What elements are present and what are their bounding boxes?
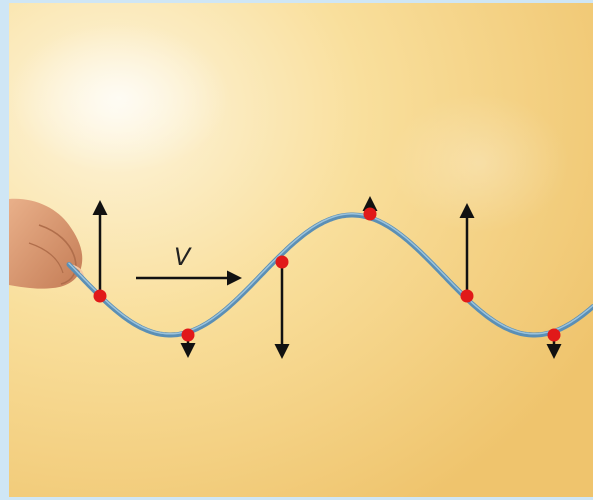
point-3 [276,256,289,269]
background-glow [9,23,229,173]
point-6 [548,329,561,342]
point-5 [461,290,474,303]
velocity-label: V [174,243,192,271]
point-2 [182,329,195,342]
diagram-frame: V [9,3,593,497]
point-1 [94,290,107,303]
wave-diagram: V [9,3,593,497]
point-4 [364,208,377,221]
background-glow-right [389,93,569,233]
